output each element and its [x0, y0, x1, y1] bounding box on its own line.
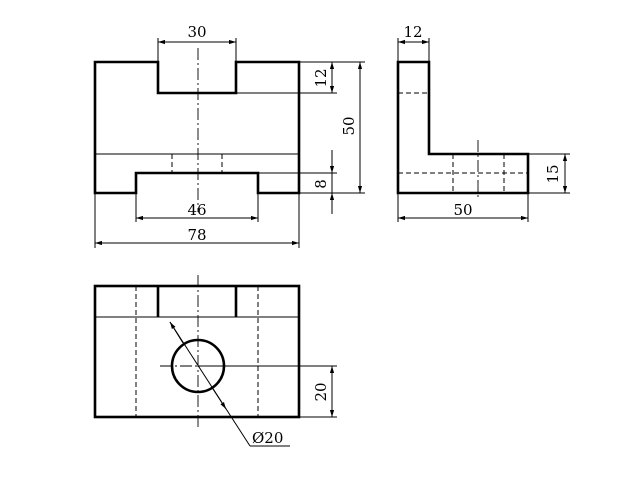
dim-top-slot-depth: 12 — [312, 68, 330, 87]
dim-hole-offset: 20 — [312, 382, 330, 401]
dim-bottom-slot-width: 46 — [187, 201, 206, 219]
top-view: 20 Ø20 — [93, 275, 337, 447]
dim-depth: 50 — [453, 201, 472, 219]
dim-total-width: 78 — [187, 226, 206, 244]
side-view: 12 15 50 — [396, 23, 570, 222]
dim-bottom-slot-height: 8 — [312, 179, 330, 189]
dim-hole-diameter: Ø20 — [252, 429, 283, 447]
top-view-outline — [93, 284, 301, 419]
dim-top-slot-width: 30 — [187, 23, 206, 41]
dim-total-height: 50 — [340, 116, 358, 135]
dim-base-height: 15 — [544, 164, 562, 183]
front-view: 30 12 50 8 46 78 — [93, 23, 365, 248]
dim-wall-thickness: 12 — [403, 23, 422, 41]
